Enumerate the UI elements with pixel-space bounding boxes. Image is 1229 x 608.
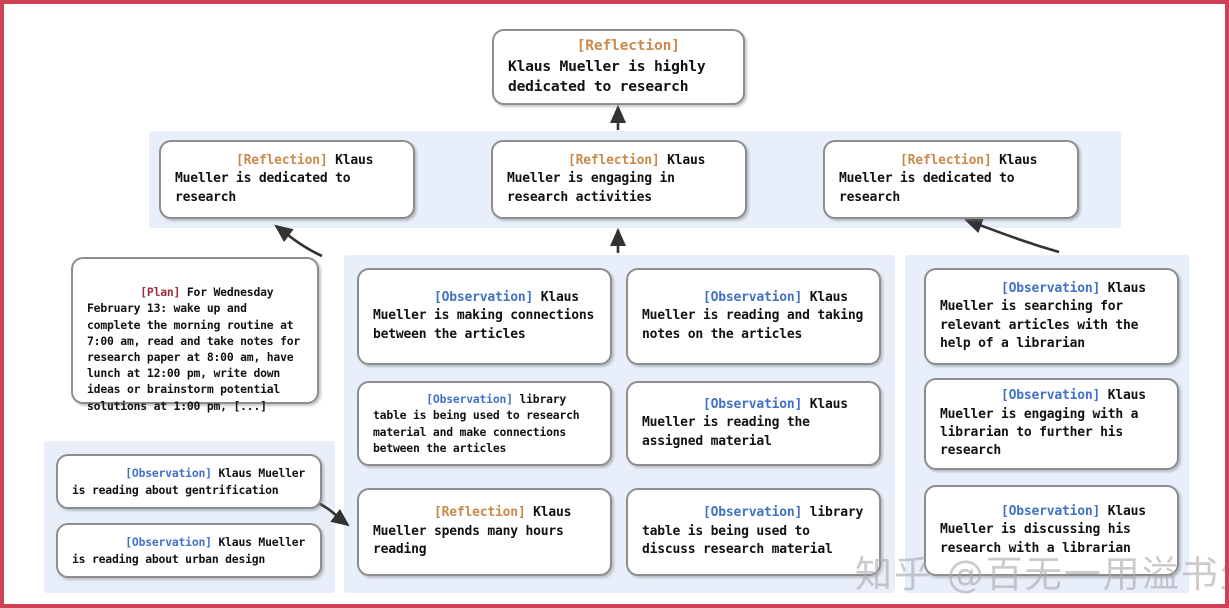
node-reflection-hours-reading[interactable]: [Reflection] Klaus Mueller spends many h…	[357, 488, 612, 576]
node-plan[interactable]: [Plan] For Wednesday February 13: wake u…	[71, 257, 319, 413]
node-observation-urban-design[interactable]: [Observation] Klaus Mueller is reading a…	[56, 523, 322, 578]
node-observation-searching-articles[interactable]: [Observation] Klaus Mueller is searching…	[924, 268, 1179, 365]
node-text: Klaus Mueller spends many hours reading	[373, 505, 579, 558]
node-text: Klaus Mueller is discussing his research…	[940, 503, 1154, 556]
node-text: library table is being used to research …	[373, 392, 587, 455]
watermark: 知乎 @百无一用溢书生	[855, 553, 1229, 596]
tag-observation: [Observation]	[434, 289, 534, 305]
tag-observation: [Observation]	[703, 396, 803, 412]
node-text: Klaus Mueller is reading the assigned ma…	[642, 396, 856, 449]
tag-observation: [Observation]	[1001, 388, 1101, 404]
tag-reflection: [Reflection]	[568, 152, 660, 168]
node-text: Klaus Mueller is dedicated to research	[175, 152, 381, 205]
node-observation-discuss-research-material[interactable]: [Observation] library table is being use…	[626, 488, 881, 576]
node-text: Klaus Mueller is reading about gentrific…	[72, 466, 312, 497]
node-text: Klaus Mueller is reading and taking note…	[642, 289, 871, 342]
tag-observation: [Observation]	[1001, 280, 1101, 296]
node-observation-library-table-connections[interactable]: [Observation] library table is being use…	[357, 381, 612, 466]
node-observation-engaging-librarian[interactable]: [Observation] Klaus Mueller is engaging …	[924, 378, 1179, 470]
tag-reflection: [Reflection]	[576, 36, 680, 54]
tag-observation: [Observation]	[426, 392, 513, 407]
tag-reflection: [Reflection]	[434, 505, 526, 521]
tag-observation: [Observation]	[125, 535, 212, 550]
node-mid-right-reflection[interactable]: [Reflection] Klaus Mueller is dedicated …	[823, 140, 1079, 219]
node-observation-discussing-research[interactable]: [Observation] Klaus Mueller is discussin…	[924, 485, 1179, 576]
node-observation-assigned-material[interactable]: [Observation] Klaus Mueller is reading t…	[626, 381, 881, 466]
diagram-canvas: [Reflection] Klaus Mueller is highly ded…	[4, 4, 1225, 604]
node-observation-making-connections[interactable]: [Observation] Klaus Mueller is making co…	[357, 268, 612, 365]
node-root-reflection[interactable]: [Reflection] Klaus Mueller is highly ded…	[492, 29, 745, 105]
node-text: For Wednesday February 13: wake up and c…	[87, 285, 307, 413]
tag-plan: [Plan]	[140, 285, 181, 300]
tag-observation: [Observation]	[1001, 503, 1101, 519]
node-text: Klaus Mueller is highly dedicated to res…	[508, 36, 715, 96]
node-observation-reading-taking-notes[interactable]: [Observation] Klaus Mueller is reading a…	[626, 268, 881, 365]
tag-observation: [Observation]	[703, 289, 803, 305]
node-text: Klaus Mueller is dedicated to research	[839, 152, 1045, 205]
node-text: Klaus Mueller is reading about urban des…	[72, 535, 312, 566]
node-text: Klaus Mueller is engaging with a librari…	[940, 388, 1154, 459]
node-observation-gentrification[interactable]: [Observation] Klaus Mueller is reading a…	[56, 454, 322, 509]
node-text: library table is being used to discuss r…	[642, 505, 871, 558]
tag-observation: [Observation]	[125, 466, 212, 481]
tag-reflection: [Reflection]	[236, 152, 328, 168]
node-text: Klaus Mueller is making connections betw…	[373, 289, 602, 342]
tag-reflection: [Reflection]	[900, 152, 992, 168]
node-text: Klaus Mueller is engaging in research ac…	[507, 152, 713, 205]
arrow-plan-to-left-reflection	[274, 224, 323, 258]
node-mid-center-reflection[interactable]: [Reflection] Klaus Mueller is engaging i…	[491, 140, 747, 219]
node-mid-left-reflection[interactable]: [Reflection] Klaus Mueller is dedicated …	[159, 140, 415, 219]
tag-observation: [Observation]	[703, 505, 803, 521]
node-text: Klaus Mueller is searching for relevant …	[940, 280, 1154, 351]
